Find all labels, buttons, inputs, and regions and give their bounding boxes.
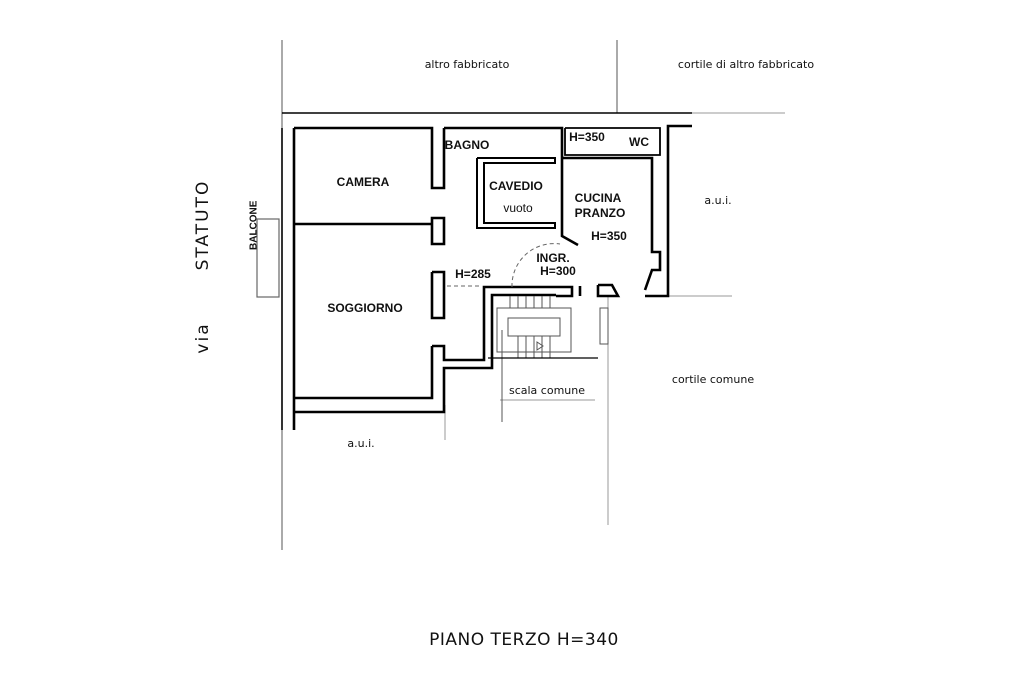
walls	[281, 124, 692, 430]
label-scala-comune: scala comune	[509, 384, 585, 397]
room-wc-height: H=350	[569, 130, 605, 144]
room-cucina-height: H=350	[591, 229, 627, 243]
room-cavedio-note: vuoto	[503, 201, 533, 215]
room-bagno: BAGNO	[445, 138, 490, 152]
staircase	[488, 296, 609, 359]
label-aui-bottom: a.u.i.	[347, 437, 374, 450]
room-soggiorno: SOGGIORNO	[327, 301, 402, 315]
balcony	[256, 218, 280, 298]
plan-title: PIANO TERZO H=340	[429, 630, 619, 650]
room-camera: CAMERA	[337, 175, 390, 189]
room-pranzo: PRANZO	[575, 206, 626, 220]
room-cavedio: CAVEDIO	[489, 179, 543, 193]
street-prefix: via	[193, 322, 213, 353]
room-ingresso-height: H=300	[540, 264, 576, 278]
label-aui-right: a.u.i.	[704, 194, 731, 207]
label-cortile-altro: cortile di altro fabbricato	[678, 58, 814, 71]
label-altro-fabbricato: altro fabbricato	[425, 58, 510, 71]
label-cortile-comune: cortile comune	[672, 373, 754, 386]
room-cucina: CUCINA	[575, 191, 622, 205]
room-balcone: BALCONE	[248, 200, 259, 250]
room-ingresso: INGR.	[536, 251, 569, 265]
room-corridor-height: H=285	[455, 267, 491, 281]
door-swing	[511, 243, 561, 288]
room-wc: WC	[629, 135, 649, 149]
street-name: STATUTO	[193, 180, 213, 271]
